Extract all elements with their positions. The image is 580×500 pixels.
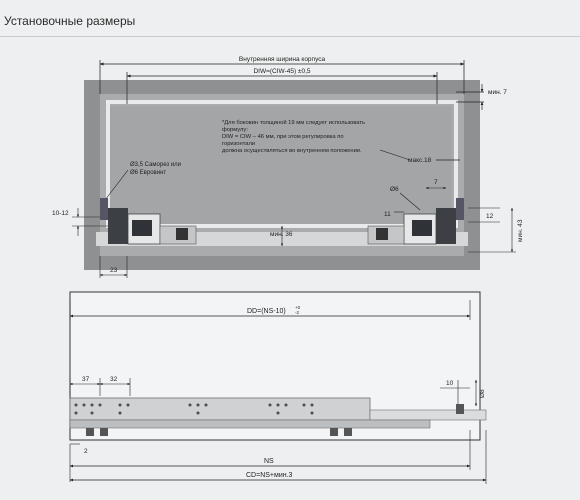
dim23-label: 23 (110, 267, 118, 274)
note-line-2: формулу: (222, 127, 248, 133)
top-view-section: Внутренняя ширина корпуса DIW=(CIW-45) ±… (52, 56, 524, 278)
note-line-5: должна осуществляться во внутреннем поло… (222, 148, 362, 154)
diameter6-label: Ø6 (390, 186, 399, 193)
cd-label: CD=NS+мин.3 (246, 472, 293, 479)
dim12-label: 12 (486, 213, 494, 220)
dim37-label: 37 (82, 376, 90, 383)
min36-label: мин. 36 (270, 231, 293, 238)
diw-formula-label: DIW=(CIW-45) ±0,5 (253, 68, 310, 75)
dim32-label: 32 (110, 376, 118, 383)
max18-label: макс.18 (408, 157, 432, 164)
min43-label: мин. 43 (517, 219, 524, 242)
note-line-3: DIW = CIW – 46 мм, при этом регулировка … (222, 134, 344, 140)
screw-label-line-2: Ø6 Евровинт (130, 170, 166, 176)
right-slide-mechanism (367, 198, 464, 245)
slide-rail (69, 397, 487, 436)
screw-label-line-1: Ø3,5 Саморез или (130, 162, 181, 168)
title-divider (0, 36, 580, 37)
dim10-12-label: 10-12 (52, 210, 69, 217)
dim7-label: 7 (434, 179, 438, 186)
dim11-label: 11 (384, 211, 391, 218)
dim2-label: 2 (84, 448, 88, 455)
dd-label: DD=(NS-10) (247, 308, 286, 315)
diameter8-label: Ø8 (479, 389, 486, 398)
section-title: Установочные размеры (4, 14, 136, 28)
dim10-label: 10 (446, 380, 454, 387)
rail-holes (74, 403, 314, 415)
note-line-1: *Для боковин толщиной 19 мм следует испо… (222, 119, 365, 126)
dd-tolerance-plus: +0 (295, 305, 301, 310)
dd-tolerance-minus: -2 (295, 310, 299, 315)
left-slide-mechanism (100, 198, 197, 245)
side-view-section: DD=(NS-10) +0 -2 37 32 10 Ø8 (69, 291, 487, 484)
ns-label: NS (264, 458, 274, 465)
drawer-front-panel (110, 106, 452, 224)
note-line-4: горизонтали (222, 141, 255, 147)
inner-width-label: Внутренняя ширина корпуса (239, 56, 326, 63)
min7-label: мин. 7 (488, 89, 507, 96)
